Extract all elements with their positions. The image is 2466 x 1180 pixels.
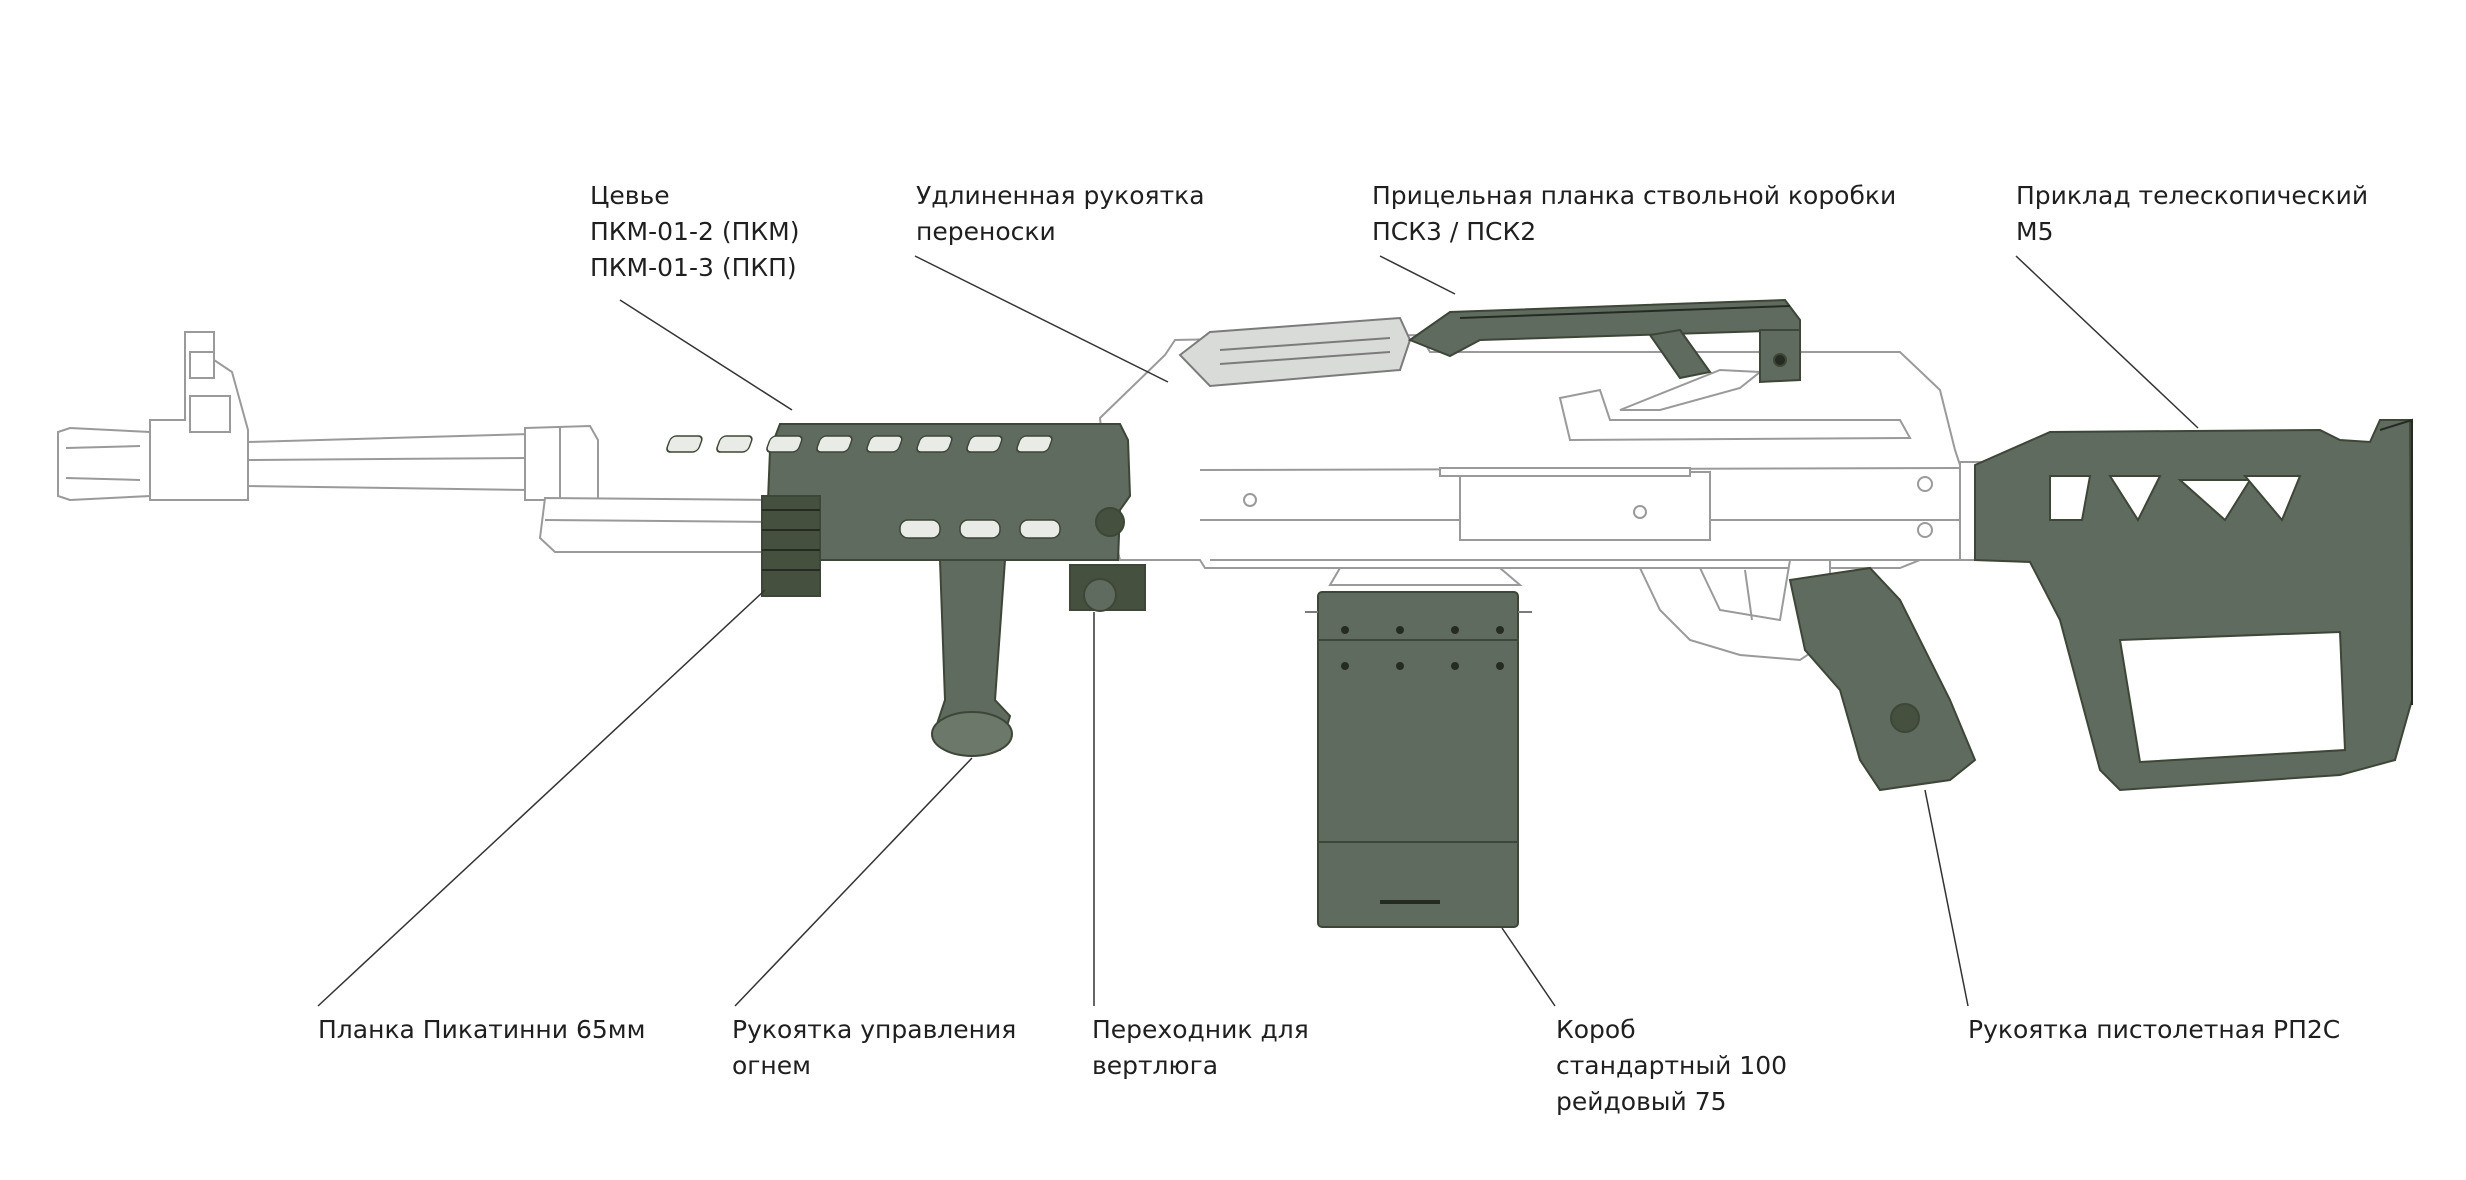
barrel [247, 432, 531, 492]
leader-line-fire-grip [734, 757, 973, 1007]
callout-receiver-rail-line-1: Прицельная планка ствольной коробки [1372, 181, 1897, 210]
leader-line-pistol-grip [1924, 789, 1969, 1007]
callout-pistol-grip-line-1: Рукоятка пистолетная РП2С [1968, 1015, 2341, 1044]
fire-control-grip-part [931, 559, 1013, 757]
callout-ammo-box-line-2: стандартный 100 [1556, 1051, 1788, 1080]
callout-carry-handle-line-1: Удлиненная рукоятка [916, 181, 1205, 210]
leader-line-carry-handle [914, 255, 1169, 383]
callout-picatinny-line-1: Планка Пикатинни 65мм [318, 1015, 646, 1044]
callout-stock-line-1: Приклад телескопический [2016, 181, 2369, 210]
callout-fire-grip-line-1: Рукоятка управления [732, 1015, 1017, 1044]
leader-line-receiver-rail [1379, 255, 1456, 295]
callout-carry-handle-line-2: переноски [916, 217, 1056, 246]
flash-hider [57, 426, 151, 502]
leader-line-ammo-box [1501, 927, 1556, 1007]
callout-picatinny: Планка Пикатинни 65мм [318, 1012, 646, 1048]
callout-stock-line-2: М5 [2016, 217, 2054, 246]
leader-line-stock [2015, 255, 2199, 429]
stock-part [1974, 418, 2414, 792]
leader-lines [317, 255, 2199, 1007]
base-weapon-outline [57, 331, 2007, 662]
callout-ammo-box: Короб стандартный 100 рейдовый 75 [1556, 1012, 1787, 1120]
leader-line-picatinny [317, 589, 766, 1007]
gas-tube [538, 496, 781, 553]
accessories [666, 298, 2414, 928]
picatinny-rail-part [761, 495, 821, 597]
callout-stock: Приклад телескопический М5 [2016, 178, 2368, 250]
callout-ammo-box-line-1: Короб [1556, 1015, 1636, 1044]
callout-handguard-line-1: Цевье [590, 181, 670, 210]
ammo-box-part [1305, 591, 1532, 928]
callout-receiver-rail: Прицельная планка ствольной коробки ПСК3… [1372, 178, 1896, 250]
receiver-rail-part [1407, 298, 1801, 384]
callout-ammo-box-line-3: рейдовый 75 [1556, 1087, 1727, 1116]
callout-handguard-line-2: ПКМ-01-2 (ПКМ) [590, 217, 800, 246]
pistol-grip-part [1788, 566, 1977, 792]
swivel-adapter-part [1069, 564, 1146, 612]
leader-line-handguard [619, 299, 793, 411]
gas-block [524, 424, 599, 501]
callout-swivel-adapter-line-2: вертлюга [1092, 1051, 1219, 1080]
callout-swivel-adapter-line-1: Переходник для [1092, 1015, 1309, 1044]
callout-carry-handle: Удлиненная рукоятка переноски [916, 178, 1205, 250]
callout-fire-grip: Рукоятка управления огнем [732, 1012, 1016, 1084]
callout-handguard-line-3: ПКМ-01-3 (ПКП) [590, 253, 797, 282]
callout-receiver-rail-line-2: ПСК3 / ПСК2 [1372, 217, 1537, 246]
callout-fire-grip-line-2: огнем [732, 1051, 812, 1080]
handguard-part [666, 423, 1132, 561]
callout-handguard: Цевье ПКМ-01-2 (ПКМ) ПКМ-01-3 (ПКП) [590, 178, 799, 286]
callout-pistol-grip: Рукоятка пистолетная РП2С [1968, 1012, 2340, 1048]
callout-swivel-adapter: Переходник для вертлюга [1092, 1012, 1309, 1084]
